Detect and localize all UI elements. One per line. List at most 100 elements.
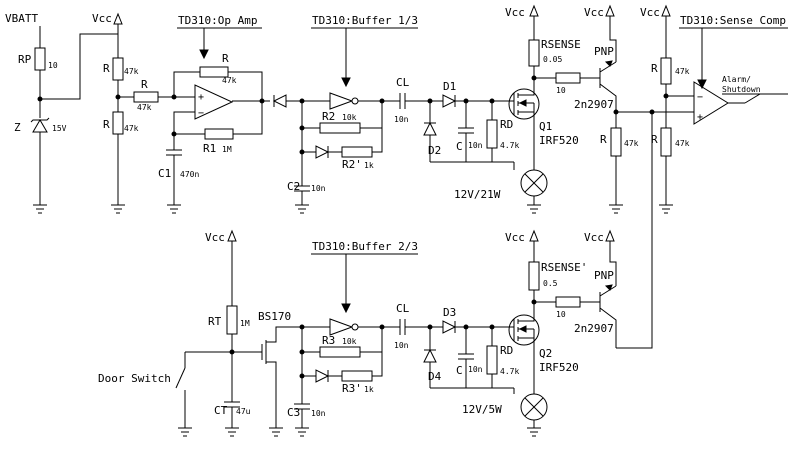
diode-d1 [442,94,457,108]
vbatt-label: VBATT [5,12,38,25]
resistor-rt [226,305,238,335]
vcc-label-1: Vcc [92,12,112,25]
resistor-r-cmp2 [660,57,672,85]
door-switch [175,367,186,389]
r2-ref: R2 [322,110,335,123]
ct-value: 47u [236,407,251,416]
lamp2-value: 12V/5W [462,403,502,416]
ground-symbol [609,204,623,214]
ground-symbol [111,204,125,214]
buffer1-section: TD310:Buffer 1/3 R2 10k R2' 1k C2 10n [287,14,519,214]
vcc-arrow-comp [661,4,671,17]
rt-value: 1M [240,319,250,328]
r-pnp1-value: 10 [556,86,566,95]
door-switch-label: Door Switch [98,372,171,385]
vcc-label-comp: Vcc [640,6,660,19]
cl2-value: 10n [394,341,409,350]
c3-ref: C3 [287,406,300,419]
r2p-ref: R2' [342,158,362,171]
resistor-r-div-top [112,57,124,81]
c-1-value: 10n [468,141,483,150]
resistor-r-cmp3 [660,127,672,157]
svg-text:+: + [198,92,204,103]
vcc-label-q1: Vcc [505,6,525,19]
cl1-ref: CL [396,76,410,89]
r-cmp2-value: 47k [675,67,690,76]
rd-1-value: 4.7k [500,141,519,150]
r1-ref: R1 [203,142,216,155]
diode-d3 [442,320,457,334]
rd-2-value: 4.7k [500,367,519,376]
r-cmp2-ref: R [651,62,658,75]
resistor-r2 [319,122,361,134]
resistor-r-in [133,91,159,103]
sense-comp-function-label: TD310:Sense Comp [680,14,786,27]
resistor-rsense-prime [528,261,540,291]
vcc-arrow-q2 [529,229,539,242]
ground-symbol [225,427,239,437]
rp-value: 10 [48,61,58,70]
resistor-r3 [319,346,361,358]
r3-value: 10k [342,337,357,346]
pnp2-part: 2n2907 [574,322,614,335]
resistor-rsense [528,39,540,67]
vcc-arrow-q1 [529,4,539,17]
d4-ref: D4 [428,370,442,383]
c2-value: 10n [311,184,326,193]
resistor-r-div-bot [112,111,124,135]
c1-value: 470n [180,170,199,179]
q2-ref: Q2 [539,347,552,360]
rsense2-ref: RSENSE' [541,261,587,274]
vcc-label-pnp1: Vcc [584,6,604,19]
diode-opamp-out [272,94,287,108]
r3-ref: R3 [322,334,335,347]
alarm-label-line1: Alarm/ [722,75,751,84]
r2p-value: 1k [364,161,374,170]
zener-diode-symbol [32,119,48,133]
alarm-label-line2: Shutdown [722,85,761,94]
c-2-ref: C [456,364,463,377]
buffer2-section: TD310:Buffer 2/3 R3 10k R3' 1k C3 10n [287,240,519,437]
diode-r2-branch [315,145,330,159]
r-cmp1-ref: R [600,133,607,146]
c-2-value: 10n [468,365,483,374]
inverter-buffer2 [329,318,354,336]
r1-value: 1M [222,145,232,154]
ground-symbol [659,204,673,214]
vbatt-section: VBATT RP 10 Z 15V [5,12,119,214]
resistor-rd-2 [486,345,498,375]
ground-symbol [178,427,192,437]
bs170-part: BS170 [258,310,291,323]
diode-r3-branch [315,369,330,383]
resistor-rp [34,47,46,71]
c1-ref: C1 [158,167,171,180]
comparator-symbol [693,81,729,125]
zener-value: 15V [52,124,67,133]
rd-2-ref: RD [500,344,513,357]
resistor-r3-prime [341,370,373,382]
r2-value: 10k [342,113,357,122]
r3p-value: 1k [364,385,374,394]
r-cmp3-ref: R [651,133,658,146]
door-section: Vcc RT 1M Door Switch CT 47u BS170 [98,229,302,437]
cl2-ref: CL [396,302,410,315]
sense-comp-section: Vcc R 47k R 47k − + TD310:Sense Comp Ala… [616,4,788,349]
vcc-label-rt: Vcc [205,231,225,244]
buffer1-function-label: TD310:Buffer 1/3 [312,14,418,27]
d3-ref: D3 [443,306,456,319]
rsense-ref: RSENSE [541,38,581,51]
r-cmp3-value: 47k [675,139,690,148]
vcc-arrow-pnp1 [605,4,615,17]
pnp2-type: PNP [594,269,614,282]
q2-section: Vcc RSENSE' 0.5 10 Q2 IRF520 12V/5W [462,229,617,437]
r-fb-top-value: 47k [222,76,237,85]
q1-ref: Q1 [539,120,552,133]
r3p-ref: R3' [342,382,362,395]
ground-symbol [167,204,181,214]
c2-ref: C2 [287,180,300,193]
vcc-label-pnp2: Vcc [584,231,604,244]
resistor-r1 [204,128,234,140]
ground-symbol [295,427,309,437]
q2-part: IRF520 [539,361,579,374]
